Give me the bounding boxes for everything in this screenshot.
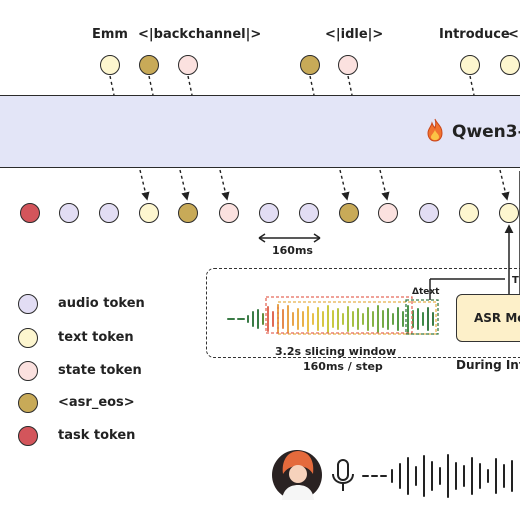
top-eos-token-2 [300, 55, 320, 75]
model-name: Qwen3- [452, 122, 520, 142]
eos-token-1 [178, 203, 198, 223]
eos-token-2 [339, 203, 359, 223]
top-label-idle: <|idle|> [325, 27, 384, 42]
legend-label: state token [58, 363, 142, 378]
bottom-token-arrows [139, 169, 510, 201]
text-token-3 [499, 203, 519, 223]
top-label-backchannel: <|backchannel|> [138, 27, 262, 42]
top-label-emm: Emm [92, 27, 128, 42]
task-token [20, 203, 40, 223]
top-text-token-2 [460, 55, 480, 75]
asr-feedback-arrows [429, 171, 520, 300]
audio-token-2 [99, 203, 119, 223]
top-label-introduce: Introduce [439, 27, 510, 42]
legend-swatch-audio [18, 294, 38, 314]
text-token-2 [459, 203, 479, 223]
state-token-1 [219, 203, 239, 223]
legend-label: <asr_eos> [58, 395, 135, 410]
audio-token-1 [59, 203, 79, 223]
inference-region [206, 268, 520, 358]
interval-indicator [258, 233, 321, 243]
legend-label: audio token [58, 296, 145, 311]
top-eos-token-1 [139, 55, 159, 75]
speaker-avatar [272, 450, 322, 500]
top-state-token-1 [178, 55, 198, 75]
audio-token-4 [299, 203, 319, 223]
step-label: 160ms / step [303, 360, 383, 373]
state-token-2 [378, 203, 398, 223]
audio-token-5 [419, 203, 439, 223]
legend-swatch-state [18, 361, 38, 381]
delta-text-label: Δtext [412, 287, 440, 297]
model-band [0, 95, 520, 168]
interval-label: 160ms [272, 244, 313, 257]
top-token-connectors [109, 75, 475, 96]
legend-swatch-text [18, 328, 38, 348]
fire-icon [427, 118, 443, 142]
asr-model-label: ASR Mo [474, 311, 520, 325]
legend-swatch-task [18, 426, 38, 446]
asr-model-box [456, 294, 520, 342]
audio-token-3 [259, 203, 279, 223]
top-state-token-2 [338, 55, 358, 75]
audio-waveform [227, 304, 434, 334]
slice-window-1 [265, 296, 413, 334]
legend-label: task token [58, 428, 136, 443]
top-text-token-1 [100, 55, 120, 75]
t-label: T [512, 275, 519, 286]
microphone-icon [332, 459, 354, 491]
legend-label: text token [58, 330, 134, 345]
legend-swatch-eos [18, 393, 38, 413]
text-token-1 [139, 203, 159, 223]
top-label-partial: <| [508, 27, 520, 42]
inference-label: During Inf [456, 358, 520, 372]
model-title: Qwen3- [424, 118, 520, 142]
delta-window [405, 299, 439, 335]
speech-waveform [362, 454, 513, 498]
window-label: 3.2s slicing window [275, 345, 397, 358]
